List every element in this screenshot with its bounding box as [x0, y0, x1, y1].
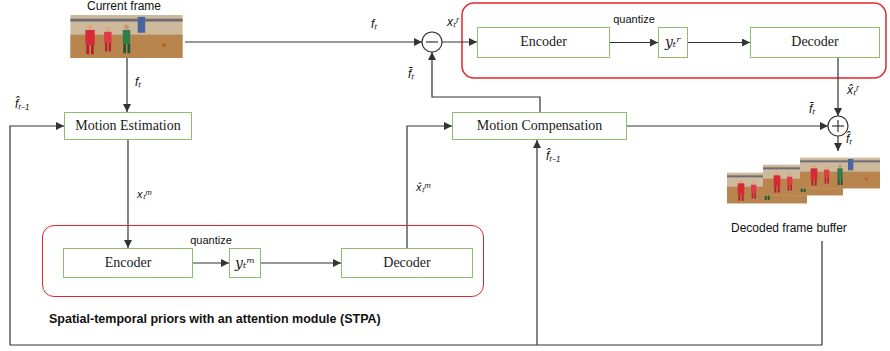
group-heading: Spatial-temporal priors with an attentio… — [49, 312, 381, 326]
signal-label: xₜᵐ — [136, 188, 152, 201]
signal-label: f̄ₜ — [808, 103, 816, 117]
signal-line — [432, 52, 540, 112]
subtract-junction — [422, 32, 442, 52]
module-outline — [462, 3, 886, 78]
box-label: yₜᵐ — [235, 255, 255, 271]
module-group: Spatial-temporal priors with an attentio… — [42, 225, 484, 297]
signal-label: fₜ — [370, 18, 378, 32]
signal-line — [126, 58, 127, 112]
feedback-line — [536, 140, 537, 345]
process-box: yₜʳ — [658, 27, 688, 58]
signal-label: f̂ₜ — [845, 133, 853, 147]
signal-line — [442, 41, 477, 42]
signal-line — [837, 136, 838, 151]
process-box: yₜᵐ — [229, 248, 261, 278]
signal-label: x̂ₜᵐ — [415, 181, 431, 194]
process-box: Decoder — [341, 248, 473, 278]
caption-label: Decoded frame buffer — [730, 222, 848, 236]
box-label: Decoder — [383, 255, 430, 271]
box-label: Encoder — [520, 34, 567, 50]
process-box: Encoder — [477, 27, 610, 58]
plus-sign — [837, 120, 838, 132]
box-label: Motion Compensation — [477, 118, 603, 134]
signal-line — [627, 125, 828, 126]
box-label: Decoder — [791, 34, 838, 50]
connector — [193, 262, 229, 263]
connector — [261, 262, 341, 263]
signal-label: xₜʳ — [446, 16, 460, 30]
current-frame-image — [70, 15, 182, 58]
box-label: yₜʳ — [665, 34, 681, 50]
connector — [610, 42, 658, 43]
process-box: Motion Estimation — [64, 112, 192, 140]
process-box: Decoder — [750, 27, 880, 58]
process-box: Encoder — [63, 248, 193, 278]
signal-line — [837, 58, 838, 116]
box-label: Motion Estimation — [75, 118, 180, 134]
signal-label: f̂ₜ₋₁ — [545, 150, 561, 164]
connector — [127, 140, 128, 248]
caption-label: Current frame — [86, 0, 162, 14]
connector — [407, 126, 452, 248]
signal-label: fₜ — [134, 76, 142, 90]
connector — [688, 42, 750, 43]
minus-sign — [426, 41, 438, 42]
signal-label: f̄ₜ — [407, 68, 415, 82]
feedback-line — [10, 126, 822, 345]
edge-label: quantize — [189, 234, 233, 247]
signal-label: f̂ₜ₋₁ — [14, 98, 30, 112]
signal-label: x̂ₜʳ — [846, 84, 860, 98]
box-label: Encoder — [105, 255, 152, 271]
process-box: Motion Compensation — [452, 112, 627, 140]
edge-label: quantize — [612, 13, 656, 26]
signal-line — [185, 41, 422, 42]
buffer-frame-image — [800, 158, 880, 189]
